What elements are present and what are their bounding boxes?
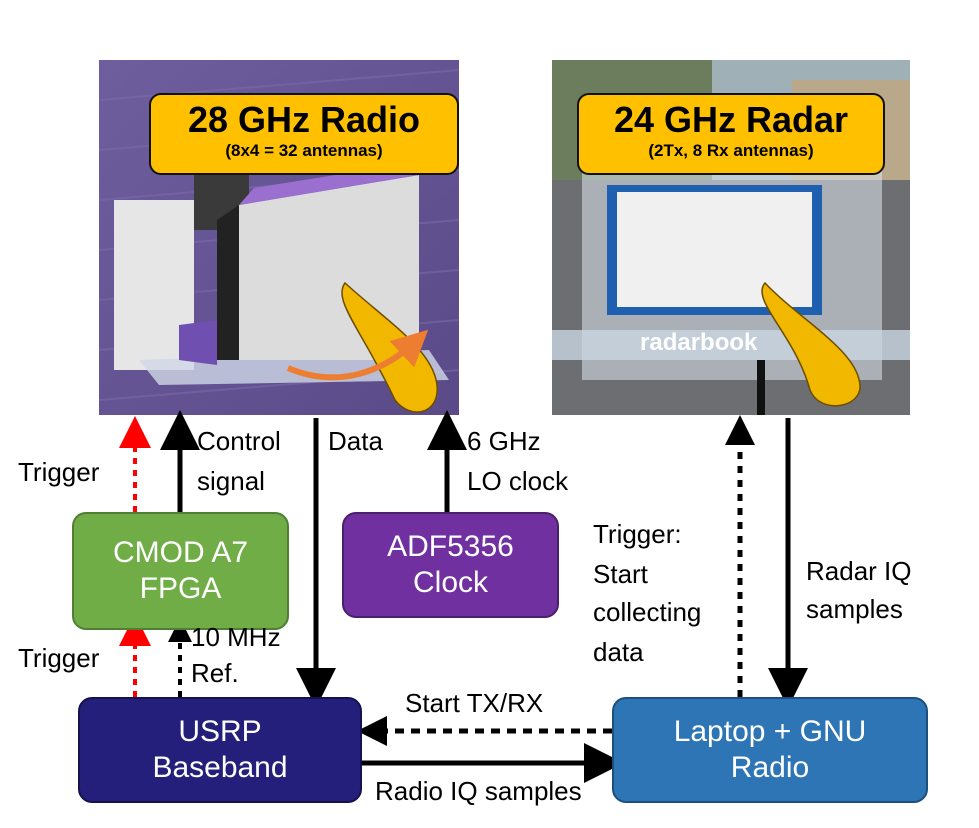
radar-beam	[761, 281, 861, 407]
clock-block: ADF5356 Clock	[342, 512, 559, 618]
radio-beam-steer-arrow	[286, 329, 429, 381]
control-label-1: Control	[197, 426, 281, 456]
radio-iq-label: Radio IQ samples	[375, 776, 582, 806]
radar-trigger-label-1: Trigger:	[593, 519, 682, 549]
radio-beam	[341, 281, 438, 413]
lo-label-2: LO clock	[467, 466, 569, 496]
radar-iq-label-2: samples	[806, 594, 903, 624]
fpga-line-1: CMOD A7	[112, 536, 249, 569]
radar-iq-label-1: Radar IQ	[806, 556, 912, 586]
fpga-block: CMOD A7 FPGA	[72, 512, 289, 630]
trigger-label-bottom: Trigger	[18, 643, 100, 673]
data-label: Data	[328, 426, 383, 456]
radar-board-text: radarbook	[640, 329, 758, 356]
start-txrx-label: Start TX/RX	[405, 688, 544, 718]
clock-line-1: ADF5356	[387, 530, 514, 563]
radar-trigger-label-3: collecting	[593, 597, 702, 627]
radio-title-badge: 28 GHz Radio (8x4 = 32 antennas)	[149, 93, 459, 175]
radar-trigger-label-4: data	[593, 637, 644, 667]
clock-line-2: Clock	[412, 566, 488, 599]
radar-title-badge: 24 GHz Radar (2Tx, 8 Rx antennas)	[577, 93, 885, 175]
usrp-line-2: Baseband	[152, 751, 288, 784]
laptop-block: Laptop + GNU Radio	[612, 697, 928, 803]
fpga-line-2: FPGA	[139, 572, 222, 605]
ref-label-1: 10 MHz	[191, 622, 281, 652]
laptop-line-1: Laptop + GNU	[673, 715, 867, 748]
trigger-label-top: Trigger	[18, 457, 100, 487]
radar-title: 24 GHz Radar	[613, 99, 849, 140]
radar-subtitle: (2Tx, 8 Rx antennas)	[648, 141, 814, 160]
laptop-line-2: Radio	[730, 751, 810, 784]
radio-subtitle: (8x4 = 32 antennas)	[225, 141, 383, 160]
radio-title: 28 GHz Radio	[187, 99, 421, 140]
lo-label-1: 6 GHz	[467, 426, 541, 456]
control-label-2: signal	[197, 466, 265, 496]
usrp-line-1: USRP	[178, 715, 262, 748]
radar-trigger-label-2: Start	[593, 559, 648, 589]
ref-label-2: Ref.	[191, 658, 239, 688]
usrp-block: USRP Baseband	[78, 697, 362, 803]
